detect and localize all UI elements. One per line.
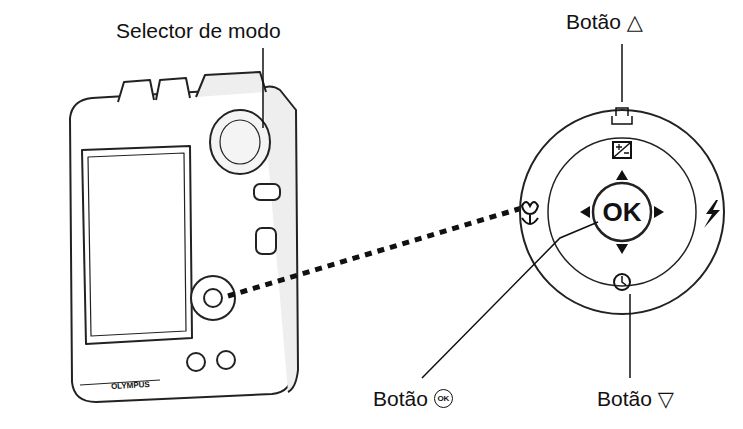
power-button — [156, 78, 190, 100]
ok-icon-text: OK — [434, 389, 453, 408]
mode-dial-inner — [220, 120, 260, 164]
part-label: BotãoOK — [373, 388, 453, 410]
top-plate — [196, 72, 266, 97]
zoom-button — [254, 184, 280, 200]
leader-line — [422, 222, 598, 378]
side-button — [256, 228, 276, 254]
part-label: Botão ▽ — [597, 388, 674, 409]
arrow-pad-center — [204, 289, 222, 307]
lcd-screen-inner — [88, 153, 186, 336]
part-label: Selector de modo — [116, 20, 281, 41]
arrow-pad-ring — [548, 138, 696, 286]
part-label: Botão △ — [566, 11, 643, 32]
shutter-button — [118, 80, 154, 102]
mode-dial — [210, 110, 270, 174]
arrow-pad — [191, 276, 235, 320]
flash-icon — [704, 200, 720, 228]
camera-body — [70, 88, 292, 402]
down-arrow — [616, 244, 628, 254]
exposure-icon — [613, 142, 631, 158]
button-text: OK — [603, 199, 642, 225]
macro-icon — [522, 202, 538, 224]
play-button — [217, 351, 235, 369]
leader-line — [629, 294, 631, 378]
up-arrow — [616, 170, 628, 180]
left-arrow — [580, 206, 590, 218]
leader-line — [262, 48, 264, 128]
right-arrow — [654, 206, 664, 218]
self-timer-icon — [614, 274, 630, 290]
lcd-screen — [82, 146, 192, 344]
menu-button — [187, 353, 205, 371]
ok-button — [593, 183, 651, 241]
arrow-pad-enlarged — [520, 110, 724, 314]
print-icon — [612, 108, 632, 124]
leader-line — [621, 44, 623, 102]
zoom-link-dots — [228, 208, 522, 296]
